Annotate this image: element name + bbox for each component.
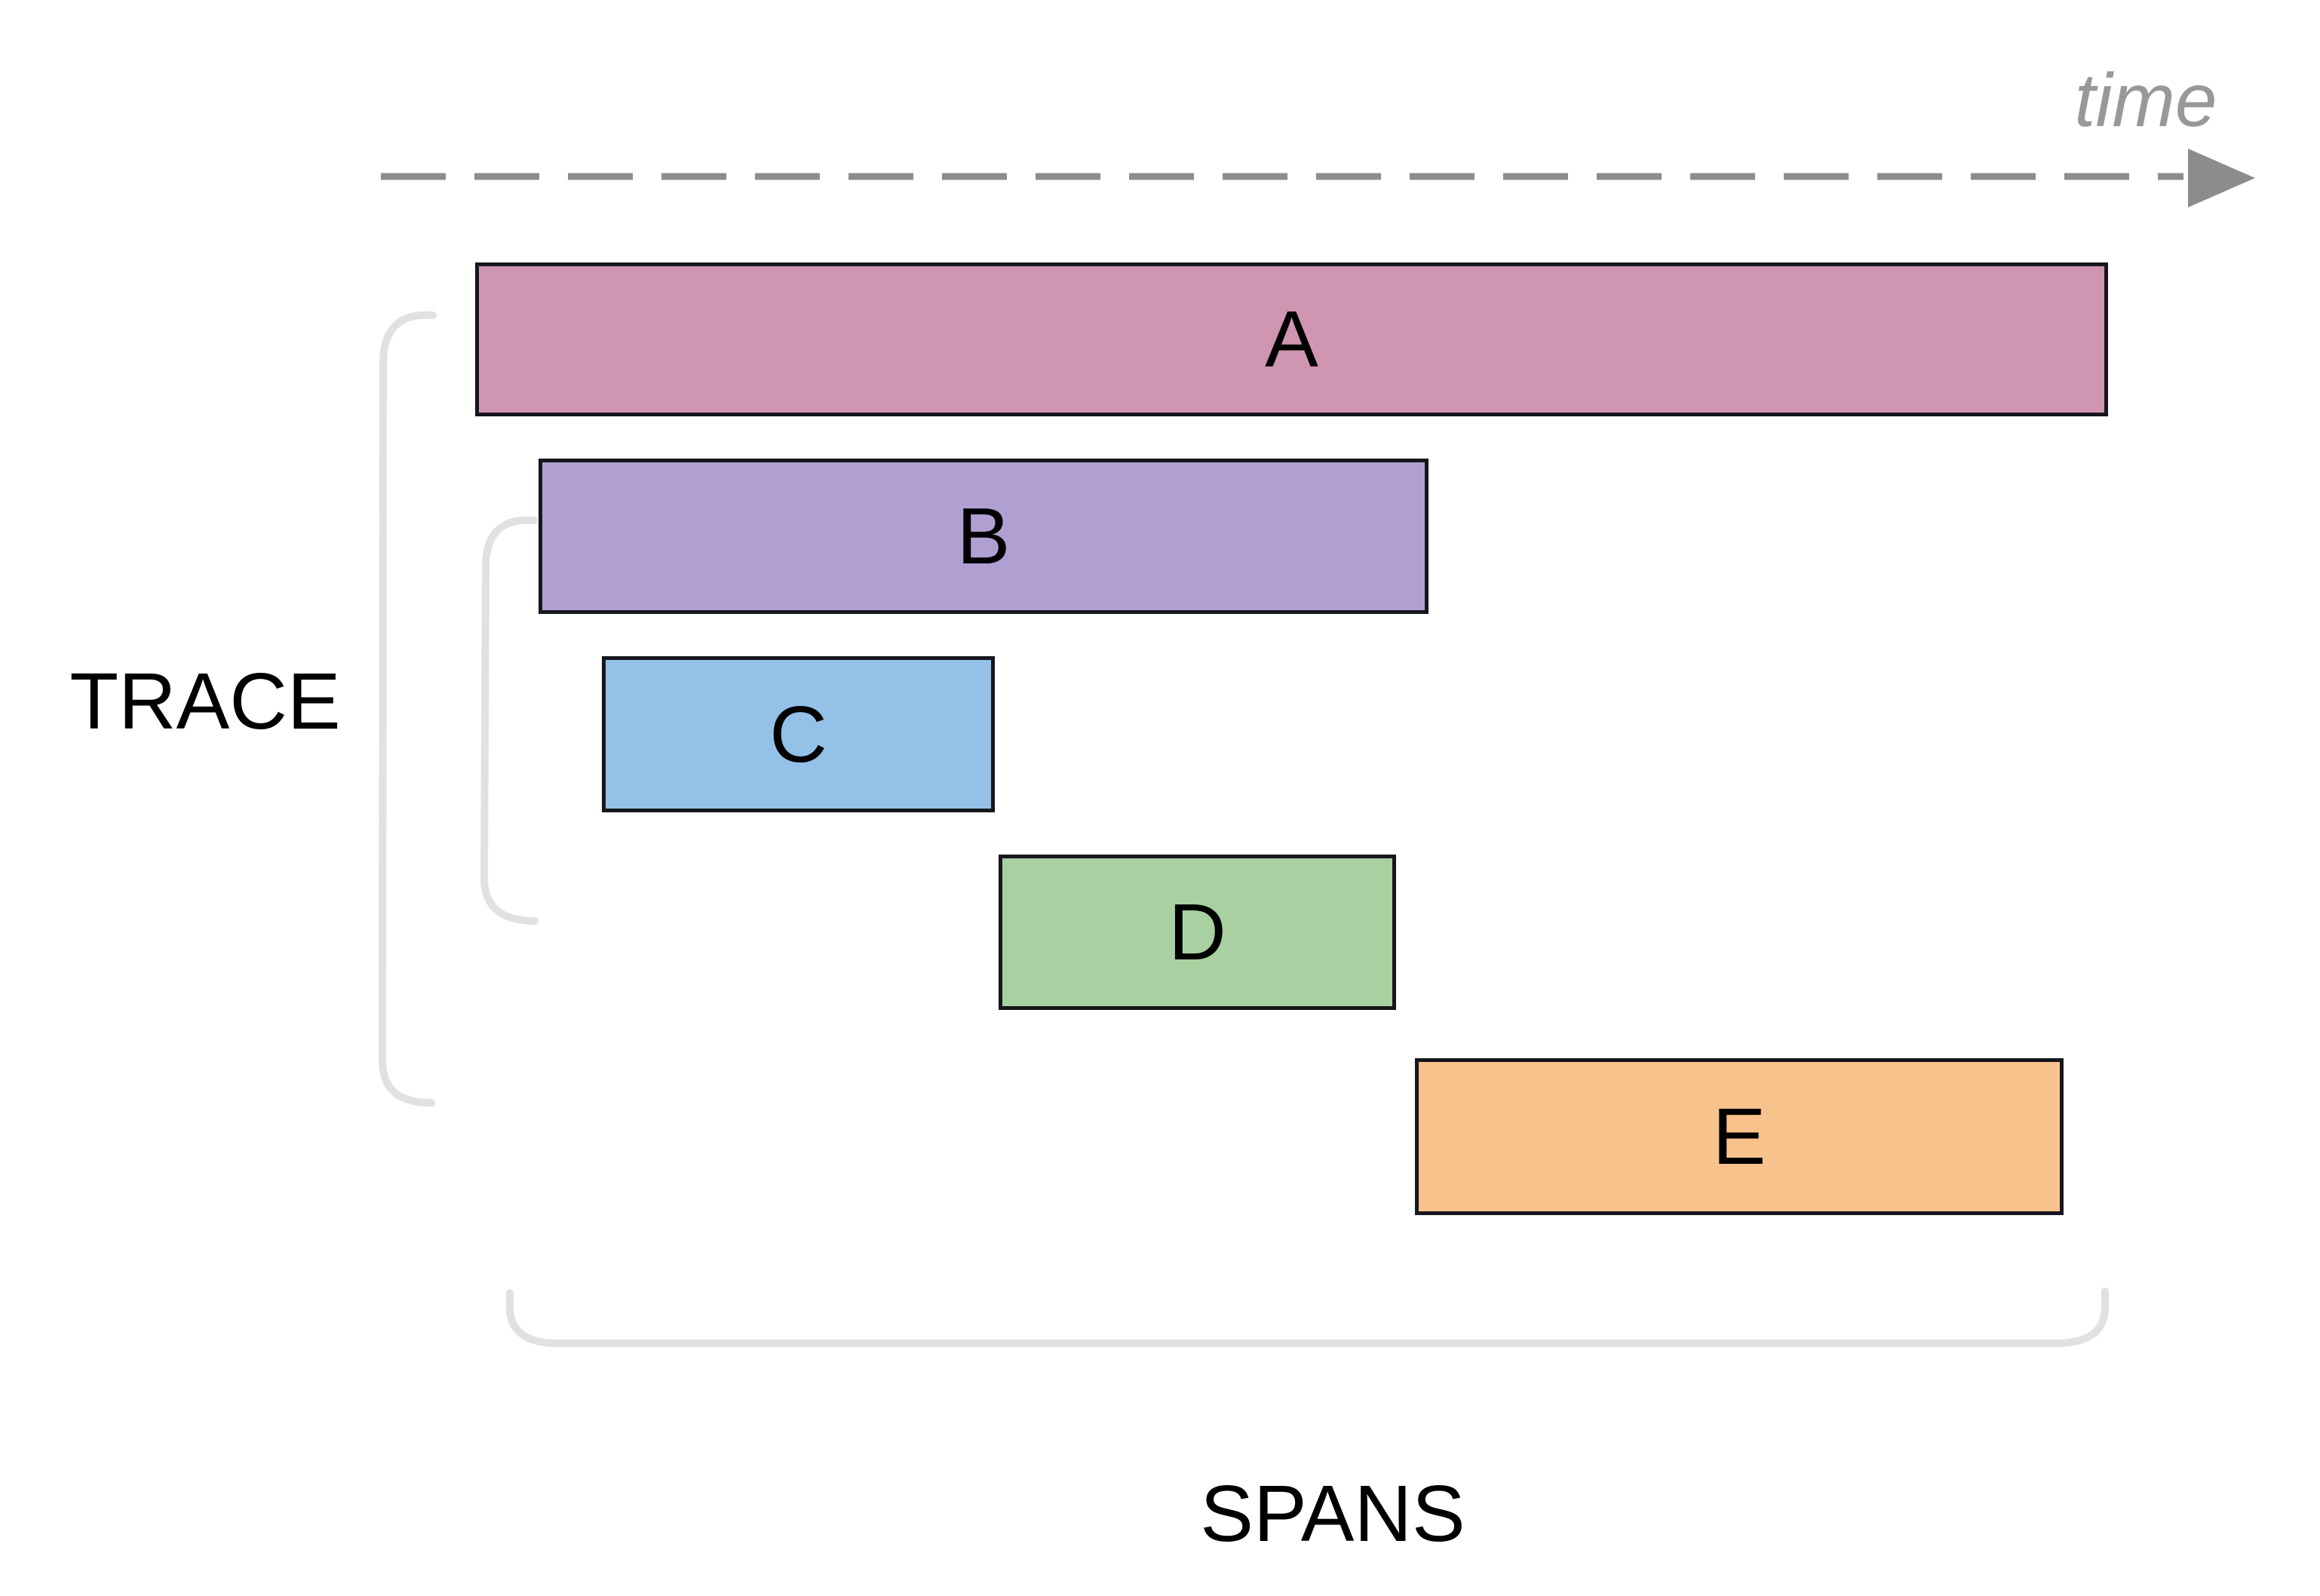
subtrace-bracket — [480, 516, 539, 925]
span-bar-b: B — [539, 459, 1429, 614]
trace-label: TRACE — [69, 657, 341, 746]
span-bar-c: C — [602, 656, 995, 812]
span-bar-e: E — [1415, 1058, 2064, 1215]
span-bar-a: A — [475, 262, 2108, 416]
spans-bracket — [506, 1288, 2109, 1347]
span-bar-e-label: E — [1712, 1092, 1766, 1181]
time-axis-label: time — [2074, 58, 2217, 143]
span-bar-c-label: C — [769, 689, 827, 779]
span-bar-d: D — [999, 855, 1396, 1010]
span-bar-b-label: B — [956, 492, 1011, 581]
trace-bracket — [378, 311, 437, 1107]
spans-label: SPANS — [1200, 1469, 1465, 1558]
span-bar-d-label: D — [1168, 888, 1226, 977]
time-arrow-head-icon — [2188, 149, 2255, 207]
span-bar-a-label: A — [1265, 295, 1318, 384]
